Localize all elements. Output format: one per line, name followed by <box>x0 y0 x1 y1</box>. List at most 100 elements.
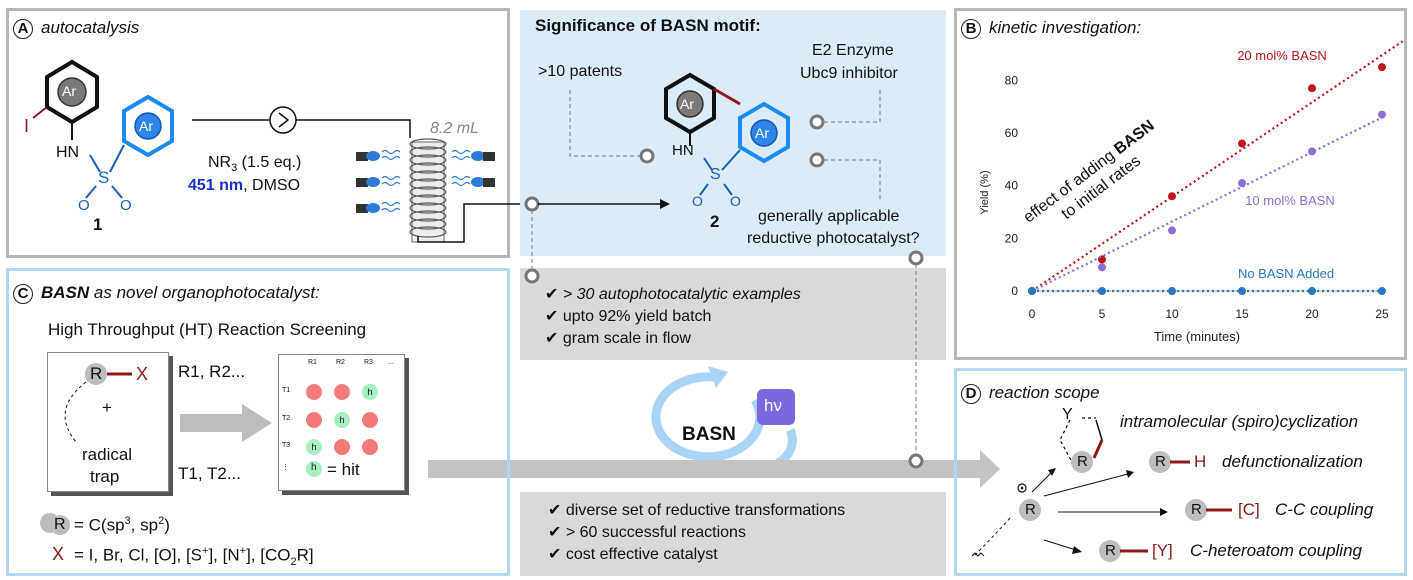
scope-c-r: R <box>1191 501 1202 518</box>
panel-c-subtitle: High Throughput (HT) Reaction Screening <box>48 320 367 339</box>
x-def-x: X <box>52 544 65 564</box>
r-def-circle <box>50 515 70 535</box>
x-axis-title: Time (minutes) <box>1154 329 1240 344</box>
compound-1-label: 1 <box>93 215 103 234</box>
data-point <box>1168 226 1176 235</box>
ar-label-2-right: Ar <box>755 125 769 141</box>
hit-legend-dot <box>306 461 322 477</box>
iodo-label: I <box>24 116 30 136</box>
series-label: 10 mol% BASN <box>1245 193 1335 208</box>
scope-chet: C-heteroatom coupling <box>1190 541 1362 560</box>
plate-well <box>306 384 322 400</box>
y-tick-label: 0 <box>1011 284 1018 298</box>
o-label-2-right: O <box>730 193 741 209</box>
tlist-label: T1, T2... <box>178 464 241 483</box>
results-list-2: ✔ diverse set of reductive transformatio… <box>548 500 845 566</box>
rlist-label: R1, R2... <box>178 362 246 381</box>
panel-d-title: reaction scope <box>989 383 1100 402</box>
x-label: X <box>136 364 149 384</box>
data-point <box>1378 110 1386 119</box>
main-flow-arrow <box>428 450 1000 488</box>
data-point <box>1098 263 1106 272</box>
significance-title: Significance of BASN motif: <box>535 16 761 35</box>
panel-b-badge: B <box>961 19 981 39</box>
results-connector <box>524 268 540 284</box>
patents-label: >10 patents <box>538 63 623 80</box>
scope-center-r: R <box>1025 501 1036 518</box>
ar-label-2-left: Ar <box>680 96 694 112</box>
plate-well-hit: h <box>362 384 378 400</box>
y-tick-label: 20 <box>1005 231 1019 245</box>
scope-h: H <box>1194 452 1207 471</box>
x-tick-label: 15 <box>1235 307 1249 321</box>
plate-well <box>362 412 378 428</box>
scope-defunc: defunctionalization <box>1222 452 1363 471</box>
panel-c-title: BASN as novel organophotocatalyst: <box>41 283 320 302</box>
panel-d <box>954 368 1407 576</box>
x-tick-label: 5 <box>1099 307 1106 321</box>
o-label-left: O <box>78 197 90 214</box>
plate-well <box>362 439 378 455</box>
series-label: No BASN Added <box>1238 266 1334 281</box>
data-point <box>1378 63 1386 72</box>
reaction-card-art <box>40 363 272 533</box>
applicable-line1: generally applicable <box>758 208 900 225</box>
hv-badge <box>757 389 795 425</box>
results-box-2 <box>520 492 946 576</box>
applicable-line2: reductive photocatalyst? <box>747 230 920 247</box>
plate-col-header: R3 <box>364 359 373 366</box>
x-tick-label: 0 <box>1029 307 1036 321</box>
scope-yy: [Y] <box>1152 541 1173 560</box>
scope-y-r: R <box>1105 542 1116 559</box>
data-point <box>1238 139 1246 148</box>
x-tick-label: 10 <box>1165 307 1179 321</box>
x-tick-label: 20 <box>1305 307 1319 321</box>
compound-1-structure <box>32 59 528 243</box>
enzyme-line2: Ubc9 inhibitor <box>800 65 898 82</box>
hit-legend-label: = hit <box>327 460 360 479</box>
series-label: 20 mol% BASN <box>1237 48 1327 63</box>
ar-label-left: Ar <box>62 83 76 99</box>
y-tick-label: 80 <box>1005 73 1019 87</box>
o-label-right: O <box>120 197 132 214</box>
results-box-1 <box>520 268 946 360</box>
panel-d-badge: D <box>961 384 981 404</box>
y-axis-title: Yield (%) <box>979 170 991 214</box>
y-tick-label: 40 <box>1005 179 1019 193</box>
results-list-1: ✔ > 30 autophotocatalytic examples ✔ upt… <box>545 284 801 350</box>
hn-label: HN <box>56 144 80 161</box>
significance-box <box>520 10 946 256</box>
panel-a <box>6 8 510 258</box>
hv-label: hν <box>764 396 782 415</box>
plate-col-header: R2 <box>336 359 345 366</box>
plate-row-header: ⋮ <box>282 464 289 471</box>
panel-b <box>954 8 1407 360</box>
results-item: ✔ upto 92% yield batch <box>545 308 712 325</box>
plate-well <box>334 439 350 455</box>
r-definition: = C(sp3, sp2) <box>74 515 170 535</box>
plate-well-hit: h <box>306 439 322 455</box>
results-item: ✔ diverse set of reductive transformatio… <box>548 502 846 519</box>
panel-a-title: autocatalysis <box>41 18 140 37</box>
data-point <box>1308 287 1316 295</box>
compound-2-structure <box>524 72 881 270</box>
data-point <box>1308 147 1316 156</box>
plate-well-hit: h <box>334 412 350 428</box>
trap-label: trap <box>90 467 120 486</box>
plate-col-header: ... <box>388 359 394 366</box>
x-definition: = I, Br, Cl, [O], [S+], [N+], [CO2R] <box>74 545 314 569</box>
enzyme-line1: E2 Enzyme <box>812 42 894 59</box>
conditions-line2: 451 nm, DMSO <box>188 177 301 194</box>
y-tick-label: 60 <box>1005 126 1019 140</box>
r-label: R <box>90 364 103 383</box>
ar-label-right: Ar <box>139 118 153 134</box>
scope-c: [C] <box>1238 500 1260 519</box>
r-def-r: R <box>54 516 66 533</box>
plus-label: + <box>102 398 112 417</box>
panel-b-title: kinetic investigation: <box>989 18 1142 37</box>
plate-row-header: T3 <box>282 442 291 449</box>
data-point <box>1238 179 1246 188</box>
data-point <box>1238 287 1246 295</box>
radical-label: radical <box>82 445 133 464</box>
